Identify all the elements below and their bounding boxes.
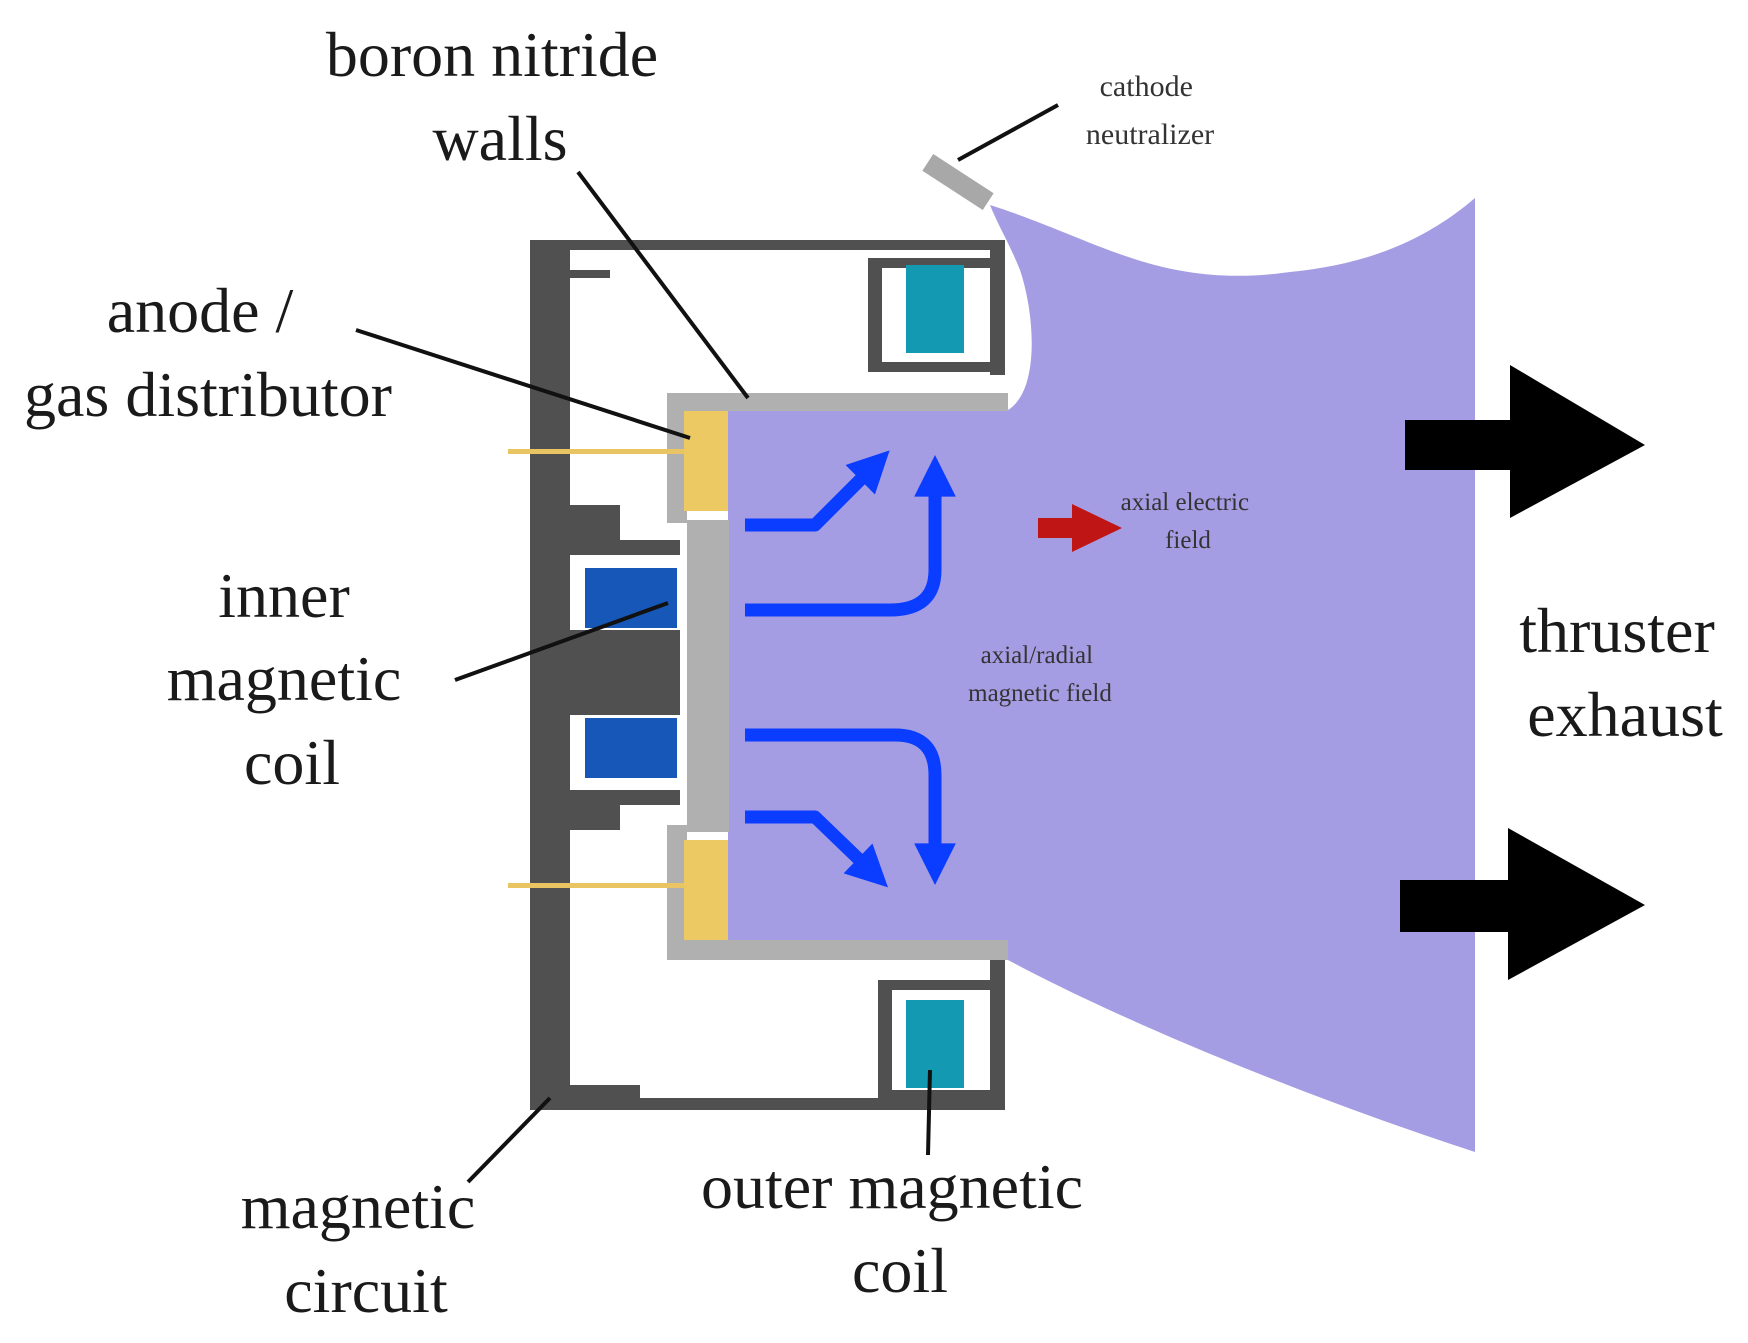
magnetic-circuit [530,240,1005,1110]
field-arrow-4 [745,810,888,888]
leader-inner-coil [454,601,669,682]
field-arrow-3 [745,728,956,885]
field-arrow-1 [745,450,890,532]
leader-magnetic-circuit [466,1096,552,1184]
leader-cathode-neutralizer [957,103,1059,162]
label-anode-gas-distributor: anode / gas distributor [24,275,392,430]
cathode-neutralizer [922,154,994,210]
leader-anode [355,328,691,440]
label-magnetic-circuit: magnetic circuit [241,1171,492,1326]
leader-boron-nitride-walls [576,170,750,400]
exhaust-arrow-bottom [1400,828,1645,980]
field-arrow-2 [745,455,956,617]
label-thruster-exhaust: thruster exhaust [1519,595,1731,750]
exhaust-arrow-top [1405,365,1645,518]
leader-lines [355,103,1059,1184]
label-axial-electric-field: axial electric field [1121,489,1256,554]
label-axial-radial-magnetic-field: axial/radial magnetic field [968,642,1112,707]
electric-field-arrow [1038,504,1122,552]
label-boron-nitride-walls: boron nitride walls [326,19,674,174]
label-outer-magnetic-coil: outer magnetic coil [701,1151,1099,1306]
inner-magnetic-coil [585,568,677,778]
leader-outer-coil [926,1069,932,1156]
plasma-plume [728,198,1475,1152]
label-inner-magnetic-coil: inner magnetic coil [167,560,418,798]
magnetic-field-arrows [745,450,956,888]
outer-magnetic-coil [906,265,964,1088]
boron-nitride-walls [667,393,1008,960]
label-cathode-neutralizer: cathode neutralizer [1086,70,1214,151]
exhaust-arrows [1400,365,1645,980]
anode-gas-distributor [508,411,728,940]
